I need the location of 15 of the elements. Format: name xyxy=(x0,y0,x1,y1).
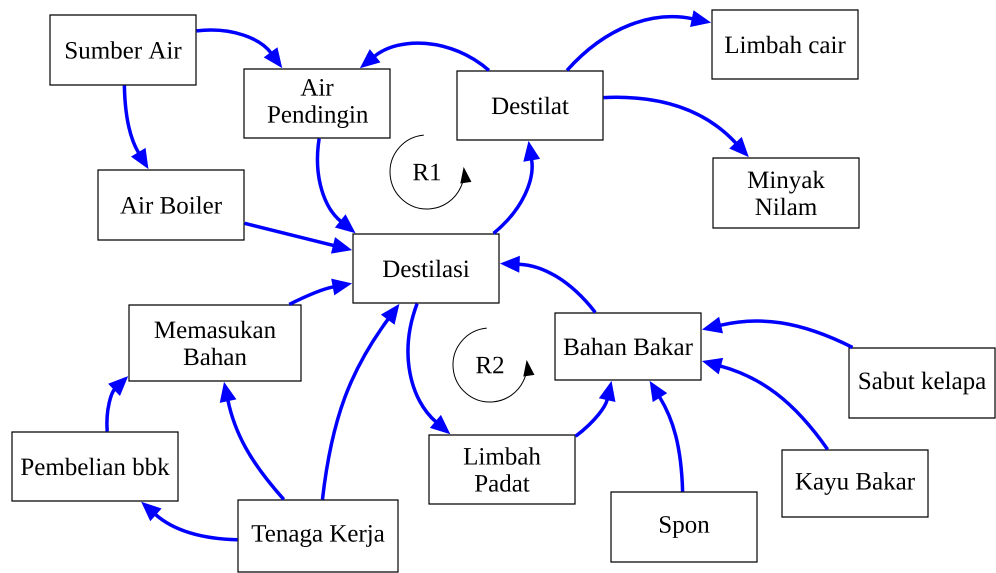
process-box: Air Boiler xyxy=(97,169,245,241)
process-box: Limbah cair xyxy=(711,9,859,80)
process-box: Destilat xyxy=(456,70,604,141)
process-box: Minyak Nilam xyxy=(712,157,860,229)
process-box: Kayu Bakar xyxy=(781,449,929,518)
process-box: Bahan Bakar xyxy=(554,312,702,381)
process-box: Destilasi xyxy=(352,233,500,304)
process-box: Sabut kelapa xyxy=(848,347,996,419)
process-box: Pembelian bbk xyxy=(11,431,179,502)
process-box: Limbah Padat xyxy=(428,434,576,505)
process-box: Air Pendingin xyxy=(243,68,391,139)
process-box: Sumber Air xyxy=(49,14,197,86)
process-box: Memasukan Bahan xyxy=(128,304,302,382)
process-box: Spon xyxy=(610,491,758,563)
process-box: Tenaga Kerja xyxy=(237,499,399,573)
